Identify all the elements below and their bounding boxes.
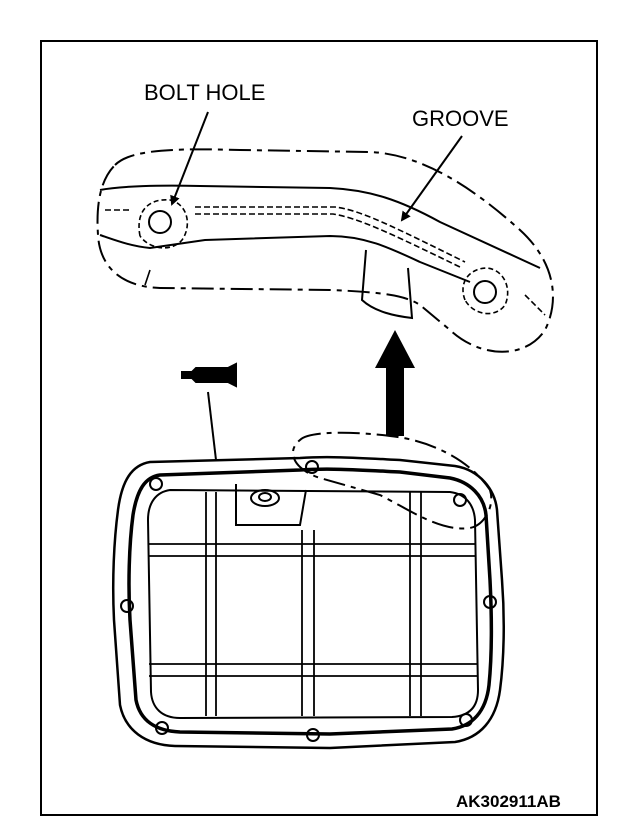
- groove-leader: [400, 135, 463, 222]
- bolt-hole-leader: [170, 111, 209, 206]
- zoom-region: [291, 431, 493, 530]
- direction-arrow: [375, 330, 415, 436]
- detail-view: [96, 148, 554, 353]
- detail-boundary: [96, 148, 554, 353]
- oil-pan: [111, 431, 505, 750]
- bolt-hole-right: [473, 280, 497, 304]
- bolt-hole-label: BOLT HOLE: [144, 80, 266, 105]
- flange-outer: [111, 455, 505, 750]
- figure-code: AK302911AB: [456, 792, 561, 811]
- figure-frame: [40, 40, 598, 816]
- sealant-tube-icon: [181, 362, 237, 461]
- bolt-hole-left: [148, 210, 172, 234]
- sealant-bead: [127, 467, 494, 736]
- groove-label: GROOVE: [412, 106, 509, 131]
